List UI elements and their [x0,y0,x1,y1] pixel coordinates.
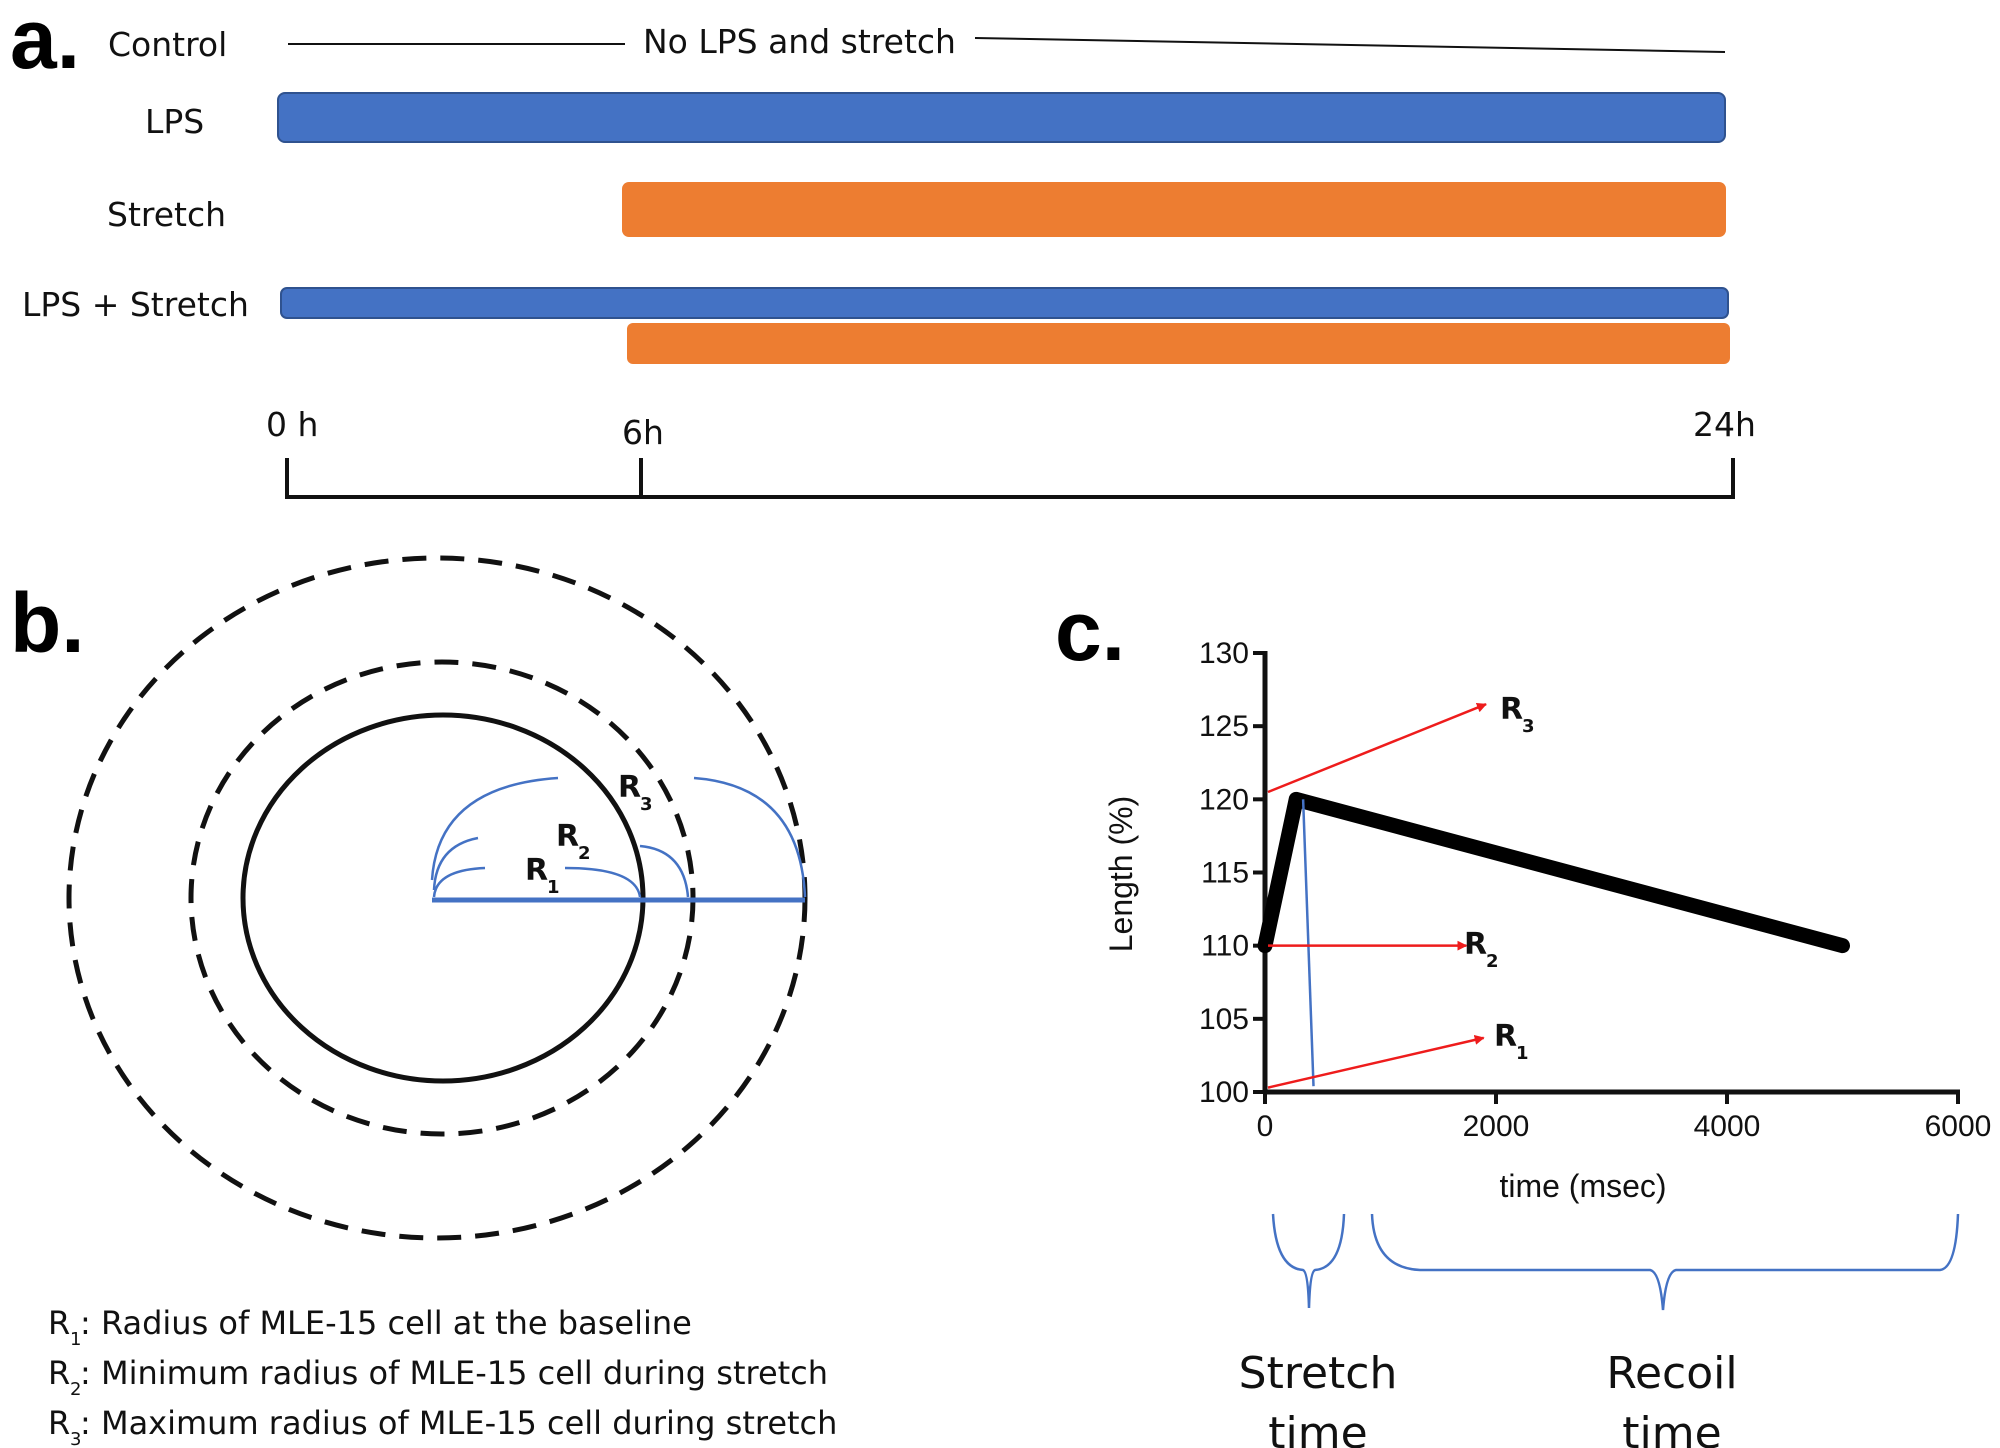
panel-a-letter: a. [10,0,80,86]
stretch-time-label-line2: time [1268,1408,1367,1448]
chart-annotations [1267,702,1487,1089]
r1-subscript: 1 [547,877,560,898]
recoil-time-bracket [1370,1213,1960,1311]
y-tick-label: 105 [1199,1003,1249,1036]
y-tick-label: 115 [1201,857,1249,890]
panel-b: b. R 1 R 2 R 3 R 1 : Radius of MLE-15 ce… [10,555,837,1448]
annotation-r2-label: R [1464,927,1487,962]
control-note: No LPS and stretch [643,22,956,61]
chart-series [1257,791,1850,954]
timeline-axis: 0 h 6h 24h [266,405,1756,499]
x-axis-title: time (msec) [1499,1168,1666,1204]
y-tick-label: 110 [1201,930,1249,963]
legend-r1-symbol: R [48,1304,70,1342]
r2-arc-right [639,844,690,898]
legend-r1-subscript: 1 [70,1329,81,1350]
control-line-right [974,37,1726,53]
chart-x-ticks: 0 2000 4000 6000 [1257,1092,1992,1143]
timeline-label-24: 24h [1693,405,1756,444]
annotation-r2-subscript: 2 [1486,951,1499,972]
chart-y-ticks: 100 105 110 115 120 125 130 [1199,637,1265,1109]
r1-arc-right [564,866,642,898]
x-tick-label: 0 [1257,1110,1274,1143]
chart-axes [1262,651,1960,1095]
panel-b-legend: R 1 : Radius of MLE-15 cell at the basel… [48,1304,837,1448]
arrow-r3 [1267,702,1487,794]
r1-label: R [525,853,548,888]
annotation-r3-label: R [1500,692,1523,727]
lps-stretch-lps-bar [280,287,1729,319]
peak-drop-marker [1301,799,1315,1087]
lps-bar [277,92,1726,143]
panel-a: a. Control No LPS and stretch LPS Stretc… [10,0,1756,499]
panel-c: c. 0 2000 4000 6000 100 105 110 115 120 125 130 L… [1055,584,1991,1448]
annotation-r1-subscript: 1 [1516,1043,1529,1064]
y-tick-label: 120 [1199,783,1249,816]
r2-arc-left [432,836,479,891]
stretch-time-label-line1: Stretch [1239,1348,1398,1399]
r1-arc-left [432,866,486,898]
timeline-label-6: 6h [622,413,664,452]
x-tick-label: 6000 [1925,1110,1992,1143]
panel-c-letter: c. [1055,584,1125,678]
y-tick-label: 130 [1199,637,1249,670]
recoil-time-label-line2: time [1622,1408,1721,1448]
row-label-lps-stretch: LPS + Stretch [22,285,249,324]
row-label-lps: LPS [145,102,204,141]
y-tick-label: 100 [1199,1076,1249,1109]
panel-b-letter: b. [10,576,85,670]
stretch-time-bracket [1271,1213,1346,1309]
timeline-label-0: 0 h [266,405,318,444]
annotation-r1-label: R [1494,1019,1517,1054]
legend-r3-subscript: 3 [70,1429,81,1448]
legend-r3-symbol: R [48,1404,70,1442]
arrow-r1 [1267,1035,1485,1089]
r3-subscript: 3 [640,794,653,815]
legend-r3-text: : Maximum radius of MLE-15 cell during s… [80,1404,837,1442]
y-axis-title: Length (%) [1103,796,1139,953]
row-label-control: Control [108,25,227,64]
legend-r2-text: : Minimum radius of MLE-15 cell during s… [80,1354,828,1392]
row-label-stretch: Stretch [107,195,226,234]
legend-r2-symbol: R [48,1354,70,1392]
x-tick-label: 4000 [1694,1110,1761,1143]
lps-stretch-stretch-bar [627,323,1730,364]
r2-label: R [556,819,579,854]
annotation-r3-subscript: 3 [1522,716,1535,737]
length-time-chart: 0 2000 4000 6000 100 105 110 115 120 125 130 [1199,637,1991,1143]
length-series-line [1257,791,1850,954]
r3-arc-right [693,776,807,898]
legend-r2-subscript: 2 [70,1379,81,1400]
x-tick-label: 2000 [1463,1110,1530,1143]
recoil-time-label-line1: Recoil [1606,1348,1737,1399]
stretch-bar [622,182,1726,237]
y-tick-label: 125 [1199,710,1249,743]
legend-r1-text: : Radius of MLE-15 cell at the baseline [80,1304,692,1342]
r3-arc-left [430,776,559,881]
r3-label: R [618,770,641,805]
r2-subscript: 2 [578,843,591,864]
